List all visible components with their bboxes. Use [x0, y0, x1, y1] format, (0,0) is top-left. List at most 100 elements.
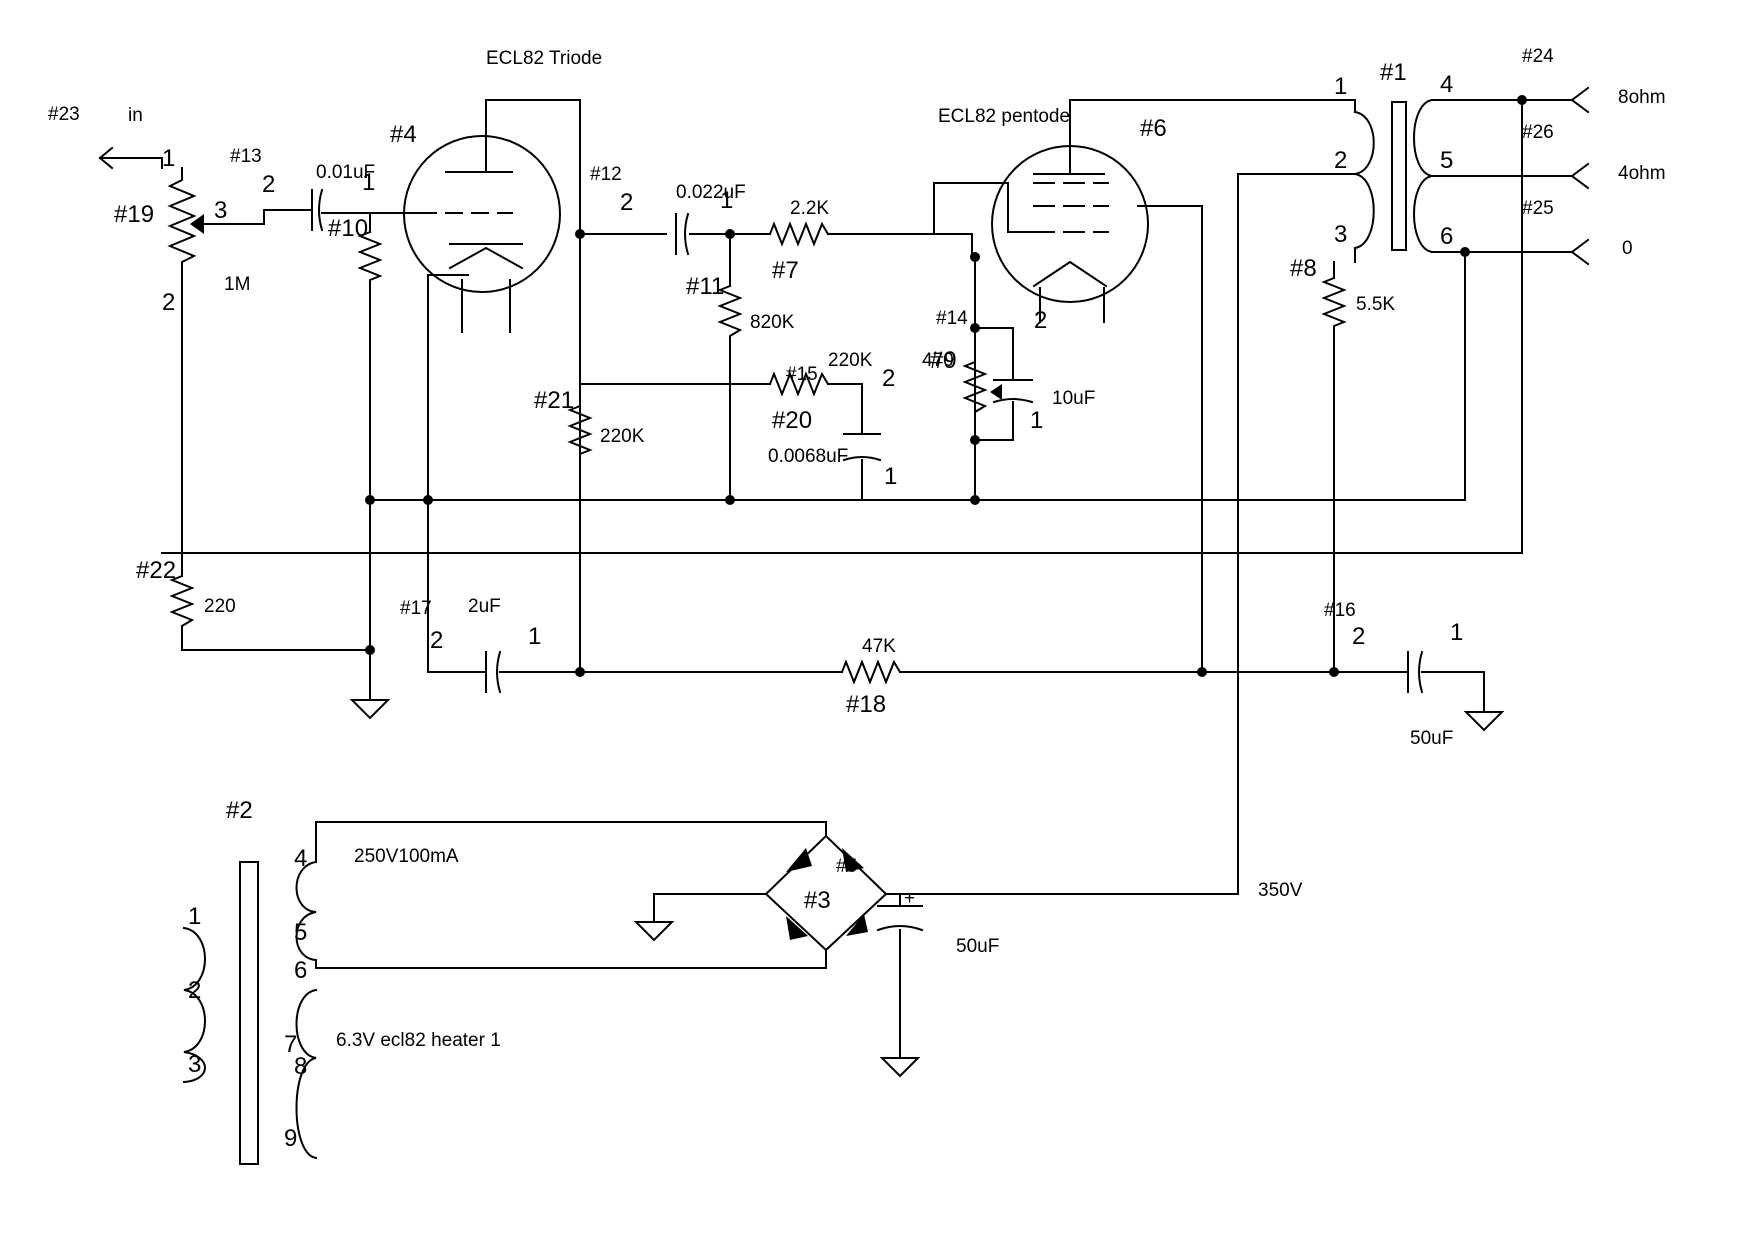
pin-ot-1: 1	[1334, 73, 1347, 100]
ref-4: #4	[390, 121, 417, 148]
pin-c17-2: 2	[430, 627, 443, 654]
value-5-5k: 5.5K	[1356, 294, 1395, 315]
pin-pt-2: 2	[188, 977, 201, 1004]
labels: ECL82 Triode ECL82 pentode in 8ohm 4ohm …	[48, 46, 1666, 1152]
value-1m: 1M	[224, 274, 250, 295]
value-0-01uf: 0.01uF	[316, 162, 375, 183]
value-820k: 820K	[750, 312, 795, 333]
ref-19: #19	[114, 201, 154, 228]
pot-wiper-arrow	[190, 214, 204, 234]
pin-c16-1: 1	[1450, 619, 1463, 646]
pin-pt-7: 7	[284, 1031, 297, 1058]
value-470: 470	[922, 350, 954, 371]
four-ohm-label: 4ohm	[1618, 163, 1666, 184]
pin-c13-1: 1	[362, 169, 375, 196]
ref-12: #12	[590, 164, 622, 185]
pin-ot-3: 3	[1334, 221, 1347, 248]
pin-c16-2: 2	[1352, 623, 1365, 650]
pin-ot-2: 2	[1334, 147, 1347, 174]
ground-triode	[349, 699, 391, 720]
pin-pt-1: 1	[188, 903, 201, 930]
heater-label: 6.3V ecl82 heater 1	[336, 1030, 501, 1051]
value-220k-feedback: 220K	[828, 350, 873, 371]
value-0-022uf: 0.022uF	[676, 182, 746, 203]
in-label: in	[128, 105, 143, 126]
value-50uf-filter: 50uF	[956, 936, 999, 957]
pin-pt-4: 4	[294, 845, 307, 872]
resistor-9	[962, 360, 988, 421]
resistor-10	[357, 230, 383, 289]
bridge-rectifier	[764, 834, 933, 952]
v350-label: 350V	[1258, 880, 1303, 901]
ref-22: #22	[136, 557, 176, 584]
zero-ohm-label: 0	[1622, 238, 1633, 259]
ground-filter	[879, 1057, 921, 1078]
capacitors	[311, 188, 1424, 932]
pentode-title: ECL82 pentode	[938, 106, 1070, 127]
pot-19	[167, 167, 197, 271]
resistors	[167, 167, 1347, 685]
resistor-21	[567, 404, 593, 463]
grounds	[349, 699, 1505, 1078]
eight-ohm-label: 8ohm	[1618, 87, 1666, 108]
junctions	[365, 95, 1527, 677]
pin-pot-1: 1	[162, 145, 175, 172]
pin-c12-2: 2	[620, 189, 633, 216]
ref-3: #3	[804, 887, 831, 914]
pin-pt-8: 8	[294, 1053, 307, 1080]
value-0-0068uf: 0.0068uF	[768, 446, 848, 467]
ref-11: #11	[686, 273, 724, 300]
ref-13: #13	[230, 146, 262, 167]
wires	[98, 86, 1590, 1059]
value-2uf: 2uF	[468, 596, 501, 617]
pin-r15-2: 2	[882, 365, 895, 392]
pin-pt-5: 5	[294, 919, 307, 946]
pin-pt-3: 3	[188, 1051, 201, 1078]
value-220k-plate: 220K	[600, 426, 645, 447]
resistor-8	[1321, 276, 1347, 331]
value-50uf-bypass: 50uF	[1410, 728, 1453, 749]
pin-ot-4: 4	[1440, 71, 1453, 98]
ref-10: #10	[328, 215, 368, 242]
pentode-tube	[991, 145, 1149, 303]
pin-c14-1: 1	[1030, 407, 1043, 434]
pin-c13-2: 2	[262, 171, 275, 198]
pin-pot-2: 2	[162, 289, 175, 316]
triode-title: ECL82 Triode	[486, 48, 602, 69]
ref-25: #25	[1522, 198, 1554, 219]
v250-label: 250V100mA	[354, 846, 459, 867]
value-47k: 47K	[862, 636, 896, 657]
ref-23: #23	[48, 104, 80, 125]
pin-pt-9: 9	[284, 1125, 297, 1152]
ref-7: #7	[772, 257, 799, 284]
ref-5: #5	[836, 856, 857, 877]
ground-50uf	[1463, 711, 1505, 732]
ref-20: #20	[772, 407, 812, 434]
resistor-11	[717, 284, 743, 345]
ref-2: #2	[226, 797, 253, 824]
ref-1: #1	[1380, 59, 1407, 86]
pin-ot-6: 6	[1440, 223, 1453, 250]
triode-tube	[403, 135, 561, 293]
resistor-9-arrow	[990, 384, 1002, 400]
pin-c17-1: 1	[528, 623, 541, 650]
power-transformer	[182, 860, 318, 1165]
resistor-18	[840, 659, 902, 685]
pin-pt-6: 6	[294, 957, 307, 984]
pin-ot-5: 5	[1440, 147, 1453, 174]
ref-6: #6	[1140, 115, 1167, 142]
ref-18: #18	[846, 691, 886, 718]
ref-26: #26	[1522, 122, 1554, 143]
ground-bridge	[633, 921, 675, 942]
ref-21: #21	[534, 387, 574, 414]
ref-9: #9	[930, 347, 957, 374]
ref-14: #14	[936, 308, 968, 329]
ref-8: #8	[1290, 255, 1317, 282]
pin-c12-1: 1	[720, 187, 733, 214]
value-2-2k: 2.2K	[790, 198, 829, 219]
ref-16: #16	[1324, 600, 1356, 621]
pin-pent-2: 2	[1034, 307, 1047, 334]
resistor-7	[768, 221, 830, 247]
value-10uf: 10uF	[1052, 388, 1095, 409]
